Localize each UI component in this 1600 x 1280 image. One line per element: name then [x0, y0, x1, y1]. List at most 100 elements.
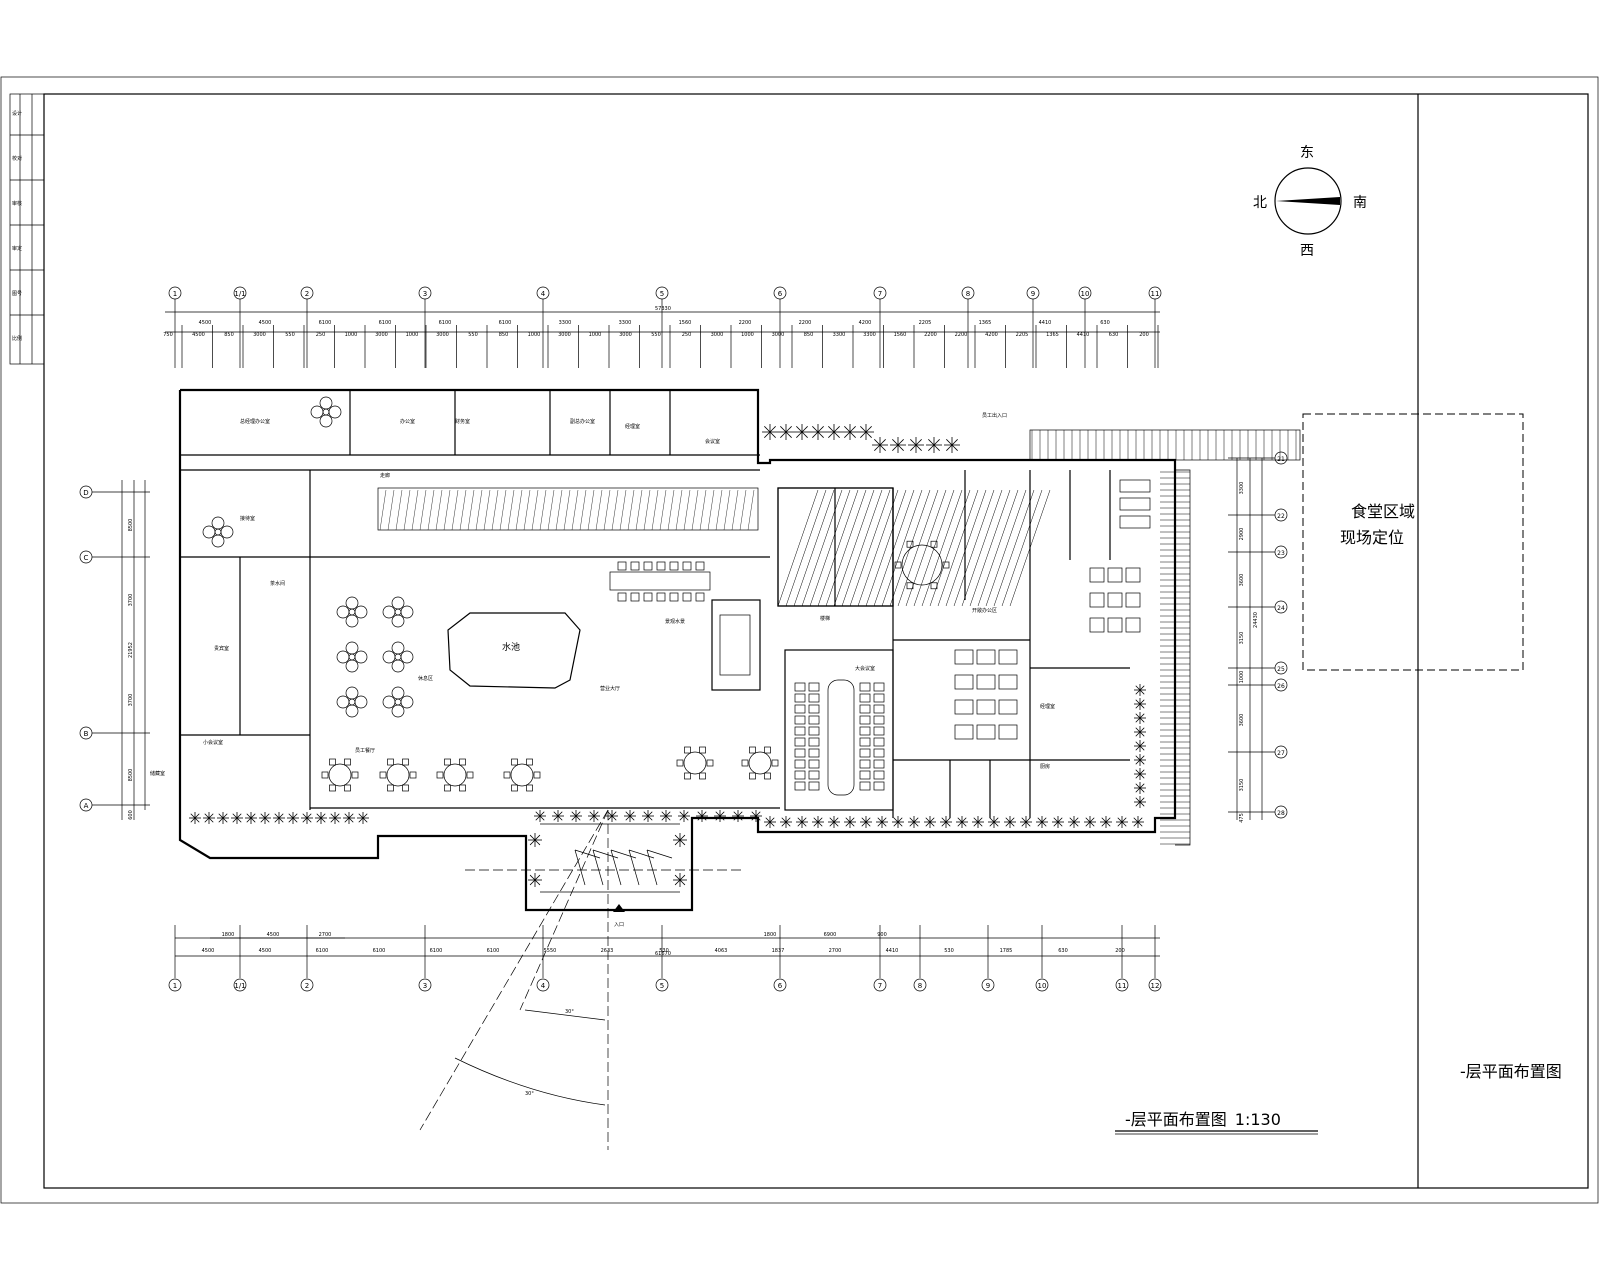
title-cell-number: 图号 — [12, 291, 22, 297]
angle-guides: 30° 30° — [419, 809, 745, 1150]
plant-leaf — [1139, 787, 1145, 793]
corridor-hatch-line — [691, 489, 699, 531]
top-dim-value: 850 — [804, 332, 814, 338]
lounge-chair — [400, 650, 414, 664]
top-dim-value: 2200 — [739, 320, 752, 326]
lounge-chair — [345, 641, 359, 655]
plant-leaf — [593, 811, 599, 817]
plant-leaf — [1137, 817, 1143, 823]
plant-leaf — [1139, 689, 1145, 695]
plant-leaf — [780, 426, 787, 433]
plant-leaf — [625, 815, 631, 821]
counter-seat — [630, 561, 640, 571]
top-dim-value: 1560 — [894, 332, 907, 338]
office-desk — [1107, 617, 1123, 633]
plant-leaf — [534, 879, 541, 886]
round-table-chair — [699, 772, 706, 780]
lounge-chair — [345, 659, 359, 673]
corridor-hatch-line — [419, 489, 427, 531]
plant-leaf — [232, 813, 238, 819]
plant-leaf — [892, 444, 899, 451]
bottom-axis-bubble — [873, 978, 887, 992]
corridor-hatch-line — [387, 489, 395, 531]
counter-seat — [695, 592, 705, 602]
plant-leaf — [1139, 703, 1145, 709]
bottom-dim-value: 530 — [659, 948, 669, 954]
bottom-dim-value: 1800 — [764, 932, 777, 938]
core-hatch-line — [849, 489, 891, 607]
bottom-dim-value: 4500 — [259, 948, 272, 954]
title-block: 设计 校对 审核 审定 图号 比例 — [9, 93, 45, 365]
plant-leaf — [1057, 821, 1063, 827]
round-table-chair — [444, 758, 451, 766]
plant-leaf — [278, 817, 284, 823]
corridor-hatch-line — [699, 489, 707, 531]
meeting-chair — [873, 748, 885, 758]
plant-leaf — [625, 811, 631, 817]
round-table-chair — [503, 771, 511, 779]
plant-leaf — [589, 811, 595, 817]
room-label-kitchen: 厨房 — [1040, 763, 1050, 770]
top-axis-label: 10 — [1081, 290, 1090, 298]
top-dim-value: 1365 — [979, 320, 992, 326]
top-axis-label: 7 — [878, 290, 882, 298]
plant-leaf — [1139, 685, 1145, 691]
canteen-zone-line2: 现场定位 — [1340, 528, 1404, 547]
round-table-chair — [764, 772, 771, 780]
plant-leaf — [306, 813, 312, 819]
plant-leaf — [1121, 821, 1127, 827]
main-entrance: 入口 — [540, 823, 680, 928]
plant-leaf — [683, 811, 689, 817]
plant-leaf — [769, 821, 775, 827]
plant-leaf — [204, 813, 210, 819]
core-hatch-line — [873, 489, 915, 607]
right-dim-value: 3150 — [1239, 779, 1245, 792]
plant-leaf — [951, 439, 958, 446]
plant-leaf — [797, 821, 803, 827]
core-hatch-line — [809, 489, 851, 607]
plant-leaf — [194, 817, 200, 823]
top-dim-value: 550 — [468, 332, 478, 338]
left-dim-value: 8500 — [128, 519, 134, 532]
corridor-hatch-line — [603, 489, 611, 531]
plant-leaf — [874, 444, 881, 451]
plant-leaf — [330, 817, 336, 823]
plant-leaf — [358, 817, 364, 823]
bottom-axis-bubble — [1148, 978, 1162, 992]
lounge-chair — [345, 614, 359, 628]
lounge-chair — [391, 686, 405, 700]
core-hatch-line — [1001, 489, 1043, 607]
meeting-chair — [794, 682, 806, 692]
room-label-office-area: 开敞办公区 — [972, 607, 997, 614]
meeting-room-label: 大会议室 — [855, 665, 875, 672]
plant-leaf — [1135, 699, 1141, 705]
plant-leaf — [679, 874, 686, 881]
round-table-chair — [387, 784, 394, 792]
plant-leaf — [1139, 755, 1145, 761]
plant-leaf — [865, 817, 871, 823]
plant-leaf — [1139, 741, 1145, 747]
plant-leaf — [1105, 821, 1111, 827]
bottom-dim-value: 5550 — [544, 948, 557, 954]
plant-leaf — [925, 817, 931, 823]
lounge-chair — [336, 650, 350, 664]
left-dim-value: 21952 — [128, 642, 134, 658]
meeting-chair — [808, 704, 820, 714]
top-dim-value: 850 — [224, 332, 234, 338]
door-leaf — [592, 849, 619, 859]
plant-leaf — [801, 431, 808, 438]
plant-leaf — [844, 426, 851, 433]
plant-leaf — [250, 813, 256, 819]
corridor-hatch-line — [611, 489, 619, 531]
plant-leaf — [781, 821, 787, 827]
corridor-hatch-line — [707, 489, 715, 531]
plant-leaf — [611, 815, 617, 821]
lounge-seating — [202, 396, 414, 718]
meeting-chair — [808, 737, 820, 747]
plant-leaf — [250, 817, 256, 823]
lounge-chair — [391, 596, 405, 610]
top-dim-value: 250 — [682, 332, 692, 338]
plant-leaf — [190, 817, 196, 823]
lounge-chair — [345, 704, 359, 718]
round-table-chair — [526, 758, 533, 766]
